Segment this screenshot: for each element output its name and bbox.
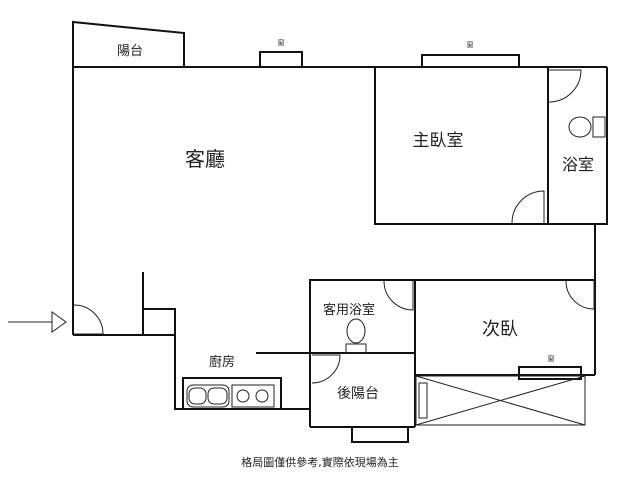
entry-door-icon: [73, 304, 104, 335]
second-bedroom-label: 次臥: [482, 319, 518, 340]
kitchen: 廚房: [182, 352, 415, 410]
master-door-icon: [511, 190, 545, 224]
kitchen-counter: [182, 377, 282, 410]
guest-bathroom: 客用浴室: [309, 279, 595, 427]
second-bedroom-door-icon: [565, 280, 595, 310]
footnote: 格局圖僅供參考,實際依現場為主: [241, 455, 399, 469]
rear-balcony-label: 後陽台: [337, 386, 379, 402]
window-3: [518, 366, 582, 380]
second-bedroom: 次臥 窗: [415, 280, 595, 380]
window-3-label: 窗: [548, 354, 555, 363]
sink-icon: [186, 384, 230, 408]
void-area: [415, 375, 586, 426]
rear-window: [351, 426, 409, 443]
guest-bath-door-icon: [383, 280, 414, 311]
balcony: 陽台: [72, 20, 185, 67]
rear-balcony: 後陽台: [310, 354, 415, 443]
balcony-label: 陽台: [117, 44, 143, 59]
toilet-icon: [345, 318, 367, 354]
entrance: [8, 272, 310, 410]
toilet-icon: [568, 116, 606, 138]
master-bedroom-label: 主臥室: [413, 131, 464, 151]
rear-balcony-door-icon: [311, 354, 341, 384]
master-bedroom: 主臥室: [374, 67, 608, 225]
window-1-label: 窗: [278, 38, 285, 47]
bathroom: 浴室: [548, 69, 606, 174]
window-1: 窗: [259, 38, 303, 68]
bath-door-icon: [548, 69, 582, 103]
stove-icon: [231, 384, 275, 408]
window-2-label: 窗: [467, 40, 474, 49]
living-room-label: 客廳: [185, 147, 225, 171]
kitchen-label: 廚房: [209, 354, 235, 370]
guest-bathroom-label: 客用浴室: [323, 302, 375, 318]
window-2: 窗: [421, 40, 520, 68]
bathroom-label: 浴室: [562, 155, 594, 174]
